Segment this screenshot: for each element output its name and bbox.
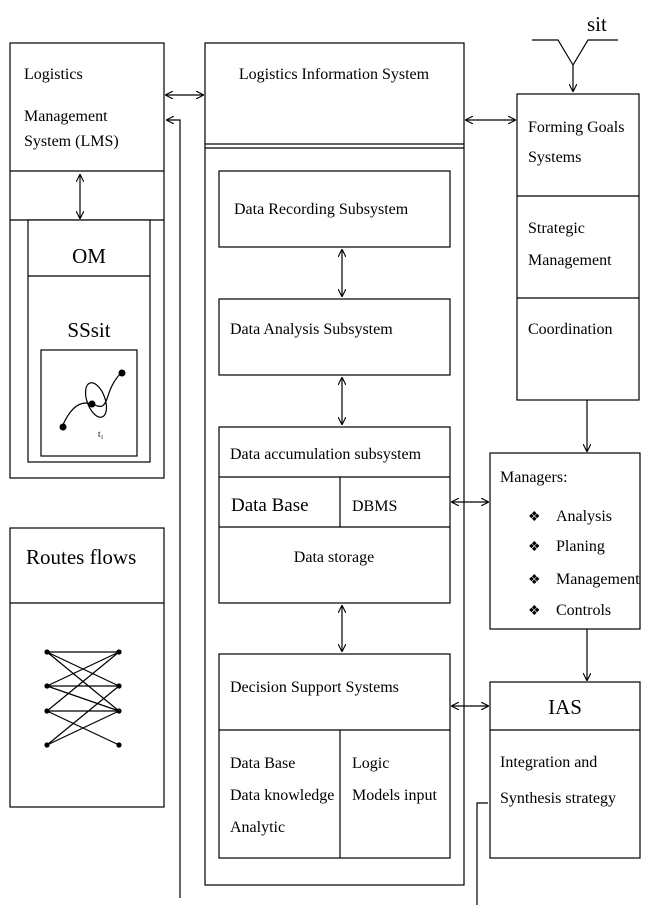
dss-models-input-line: Models input: [352, 787, 437, 804]
strategic-line-2: Management: [528, 252, 612, 269]
dss-box: Decision Support Systems Data Base Data …: [218, 653, 451, 859]
data-accumulation-box: Data accumulation subsystem Data Base DB…: [218, 426, 451, 604]
managers-item-controls: Controls: [556, 602, 611, 619]
sit-label: sit: [587, 12, 607, 36]
trajectory-t-label: t₁: [98, 429, 104, 439]
om-label: OM: [72, 244, 106, 268]
ssit-label: SSsit: [67, 318, 110, 342]
route-node: [44, 742, 50, 748]
lms-title-line-2: Management: [24, 108, 108, 125]
dss-data-knowledge-line: Data knowledge: [230, 787, 334, 804]
managers-item-management: Management: [556, 571, 640, 588]
ias-box: IAS Integration and Synthesis strategy: [489, 681, 641, 859]
route-node: [116, 742, 122, 748]
dss-label: Decision Support Systems: [230, 679, 399, 696]
data-analysis-label: Data Analysis Subsystem: [230, 321, 393, 338]
sit-input: sit: [532, 12, 618, 91]
bullet-icon: ❖: [528, 540, 541, 555]
forming-goals-line-2: Systems: [528, 149, 581, 166]
bullet-icon: ❖: [528, 510, 541, 525]
ssit-trajectory-image: t₁: [40, 349, 138, 457]
trajectory-end-point: [118, 369, 126, 377]
ias-feedback-line: [476, 802, 488, 905]
coordination-label: Coordination: [528, 321, 612, 338]
ias-line-1: Integration and: [500, 754, 597, 771]
data-storage-label: Data storage: [294, 549, 374, 566]
data-recording-box: Data Recording Subsystem: [218, 170, 451, 248]
strategic-line-1: Strategic: [528, 220, 585, 237]
forming-goals-box: Forming Goals Systems Strategic Manageme…: [516, 93, 640, 401]
routes-network-graph: [44, 649, 122, 748]
managers-item-analysis: Analysis: [556, 508, 612, 525]
dbms-label: DBMS: [352, 498, 397, 515]
lis-title: Logistics Information System: [239, 66, 430, 83]
data-base-label: Data Base: [231, 495, 309, 516]
data-accumulation-label: Data accumulation subsystem: [230, 446, 422, 463]
lms-title-line-1: Logistics: [24, 66, 83, 83]
bullet-icon: ❖: [528, 573, 541, 588]
data-recording-label: Data Recording Subsystem: [234, 201, 409, 218]
ias-line-2: Synthesis strategy: [500, 790, 616, 807]
feedback-line-left: [167, 120, 181, 898]
dss-analytic-line: Analytic: [230, 819, 285, 836]
bullet-icon: ❖: [528, 604, 541, 619]
trajectory-mid-point: [88, 400, 96, 408]
route-node: [44, 649, 50, 655]
dss-logic-line: Logic: [352, 755, 389, 772]
lms-title-line-3: System (LMS): [24, 133, 119, 150]
managers-title: Managers:: [500, 469, 568, 486]
route-node: [44, 683, 50, 689]
data-analysis-box: Data Analysis Subsystem: [218, 298, 451, 376]
route-node: [44, 708, 50, 714]
forming-goals-line-1: Forming Goals: [528, 119, 624, 136]
managers-box: Managers: ❖ Analysis ❖ Planing ❖ Managem…: [489, 452, 641, 630]
managers-item-planing: Planing: [556, 538, 605, 555]
routes-flows-title: Routes flows: [26, 545, 136, 569]
dss-data-base-line: Data Base: [230, 755, 295, 772]
route-node: [116, 708, 122, 714]
trajectory-start-point: [59, 423, 67, 431]
ias-title: IAS: [548, 695, 582, 719]
route-node: [116, 683, 122, 689]
route-node: [116, 649, 122, 655]
